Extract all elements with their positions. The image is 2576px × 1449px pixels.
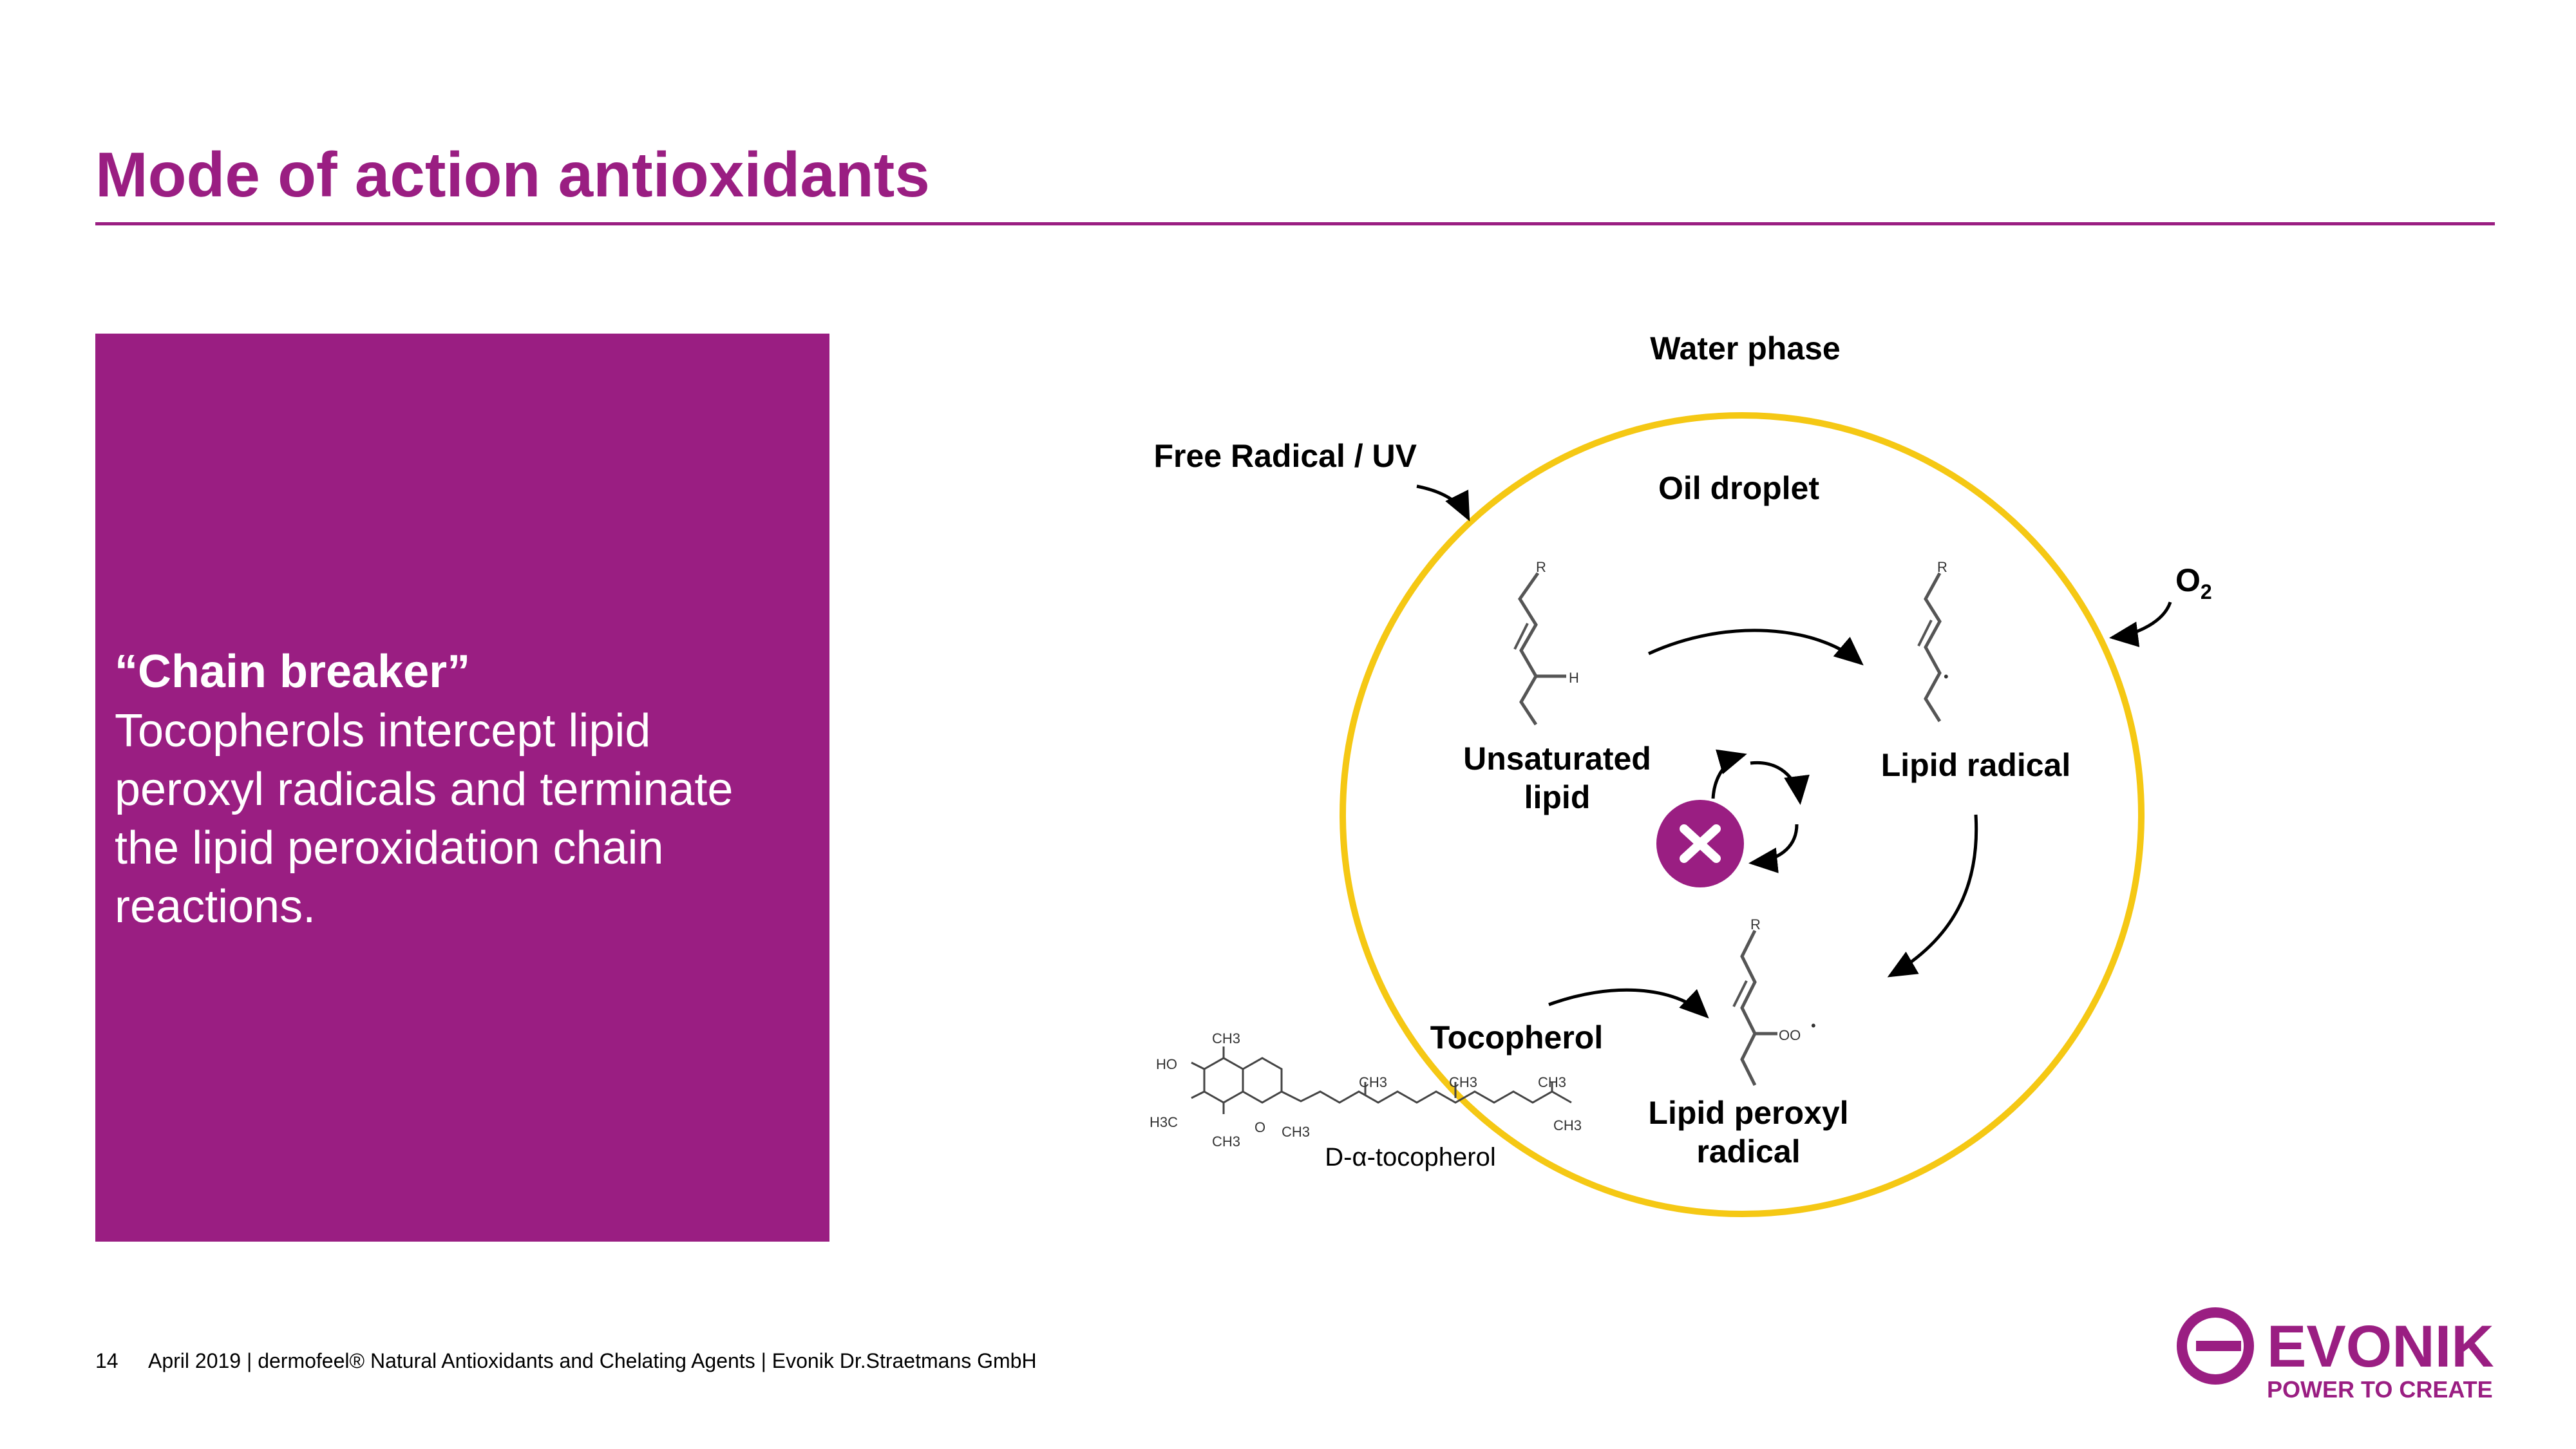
toco-ch3-top: CH3 [1212,1030,1240,1046]
footer-page-number: 14 [95,1349,118,1372]
toco-ch3-chain3: CH3 [1449,1074,1477,1090]
toco-h3c: H3C [1150,1114,1178,1130]
oil-droplet-circle [1340,412,2145,1217]
title-underline [95,222,2495,225]
logo-brand: EVONIK [2267,1314,2494,1379]
peroxyl-oo-label: OO [1779,1027,1801,1043]
o2-main: O [2175,562,2201,598]
panel-heading: “Chain breaker” [115,646,471,697]
cycle-arrow-right [1748,824,1799,873]
toco-ch3-end: CH3 [1553,1117,1582,1133]
d-tocopherol-caption: D-α-tocopherol [1325,1143,1495,1171]
toco-ch3-chain2: CH3 [1359,1074,1387,1090]
lipid-peroxyl-label-line2: radical [1696,1133,1800,1170]
toco-ch3-bottom: CH3 [1212,1133,1240,1150]
peroxyl-dot-label: • [1811,1018,1816,1034]
toco-ho: HO [1156,1056,1177,1072]
oil-droplet-label: Oil droplet [1658,470,1819,506]
evonik-mark-icon [2177,1307,2254,1385]
lipid-peroxyl-label-line1: Lipid peroxyl [1648,1095,1848,1131]
water-phase-label: Water phase [1650,330,1840,366]
panel-body: Tocopherols intercept lipid peroxyl radi… [115,705,734,933]
tocopherol-label: Tocopherol [1430,1019,1604,1056]
toco-o: O [1255,1119,1265,1135]
logo-tagline: POWER TO CREATE [2267,1376,2493,1403]
free-radical-label: Free Radical / UV [1154,438,1417,474]
arrow-radical-to-peroxyl [1887,814,1978,978]
lipid-radical-label: Lipid radical [1881,747,2071,783]
chain-breaker-panel: “Chain breaker” Tocopherols intercept li… [95,334,829,1242]
slide-title: Mode of action antioxidants [95,139,930,210]
cycle-arrow-top [1750,761,1810,805]
lipid-peroxyl-structure: R OO • [1732,916,1816,1086]
radical-dot-label: • [1944,668,1949,685]
cycle-arrow-left [1711,749,1747,799]
unsaturated-lipid-label-line1: Unsaturated [1463,741,1651,777]
footer-text: April 2019 | dermofeel® Natural Antioxid… [148,1349,1037,1372]
radical-r-label: R [1937,559,1947,575]
unsaturated-lipid-label-line2: lipid [1524,779,1591,815]
arrow-unsaturated-to-radical [1647,629,1864,666]
o2-label: O2 [2175,562,2212,603]
tocopherol-structure: HO H3C CH3 CH3 O CH3 CH3 CH3 CH3 CH3 [1150,1030,1582,1150]
toco-ch3-chain4: CH3 [1538,1074,1566,1090]
o2-subscript: 2 [2201,580,2212,603]
unsaturated-lipid-structure: R H [1513,559,1579,726]
evonik-logo: EVONIK POWER TO CREATE [2177,1307,2494,1403]
toco-ch3-chain: CH3 [1282,1124,1310,1140]
molecule-h-label: H [1569,670,1579,686]
o2-arrow [2109,601,2172,647]
molecule-r-label: R [1536,559,1546,575]
stop-x-icon [1656,800,1744,887]
lipid-radical-structure: R • [1917,559,1949,723]
free-radical-arrow [1416,484,1470,522]
arrow-tocopherol-to-peroxyl [1548,988,1709,1019]
peroxyl-r-label: R [1750,916,1761,933]
